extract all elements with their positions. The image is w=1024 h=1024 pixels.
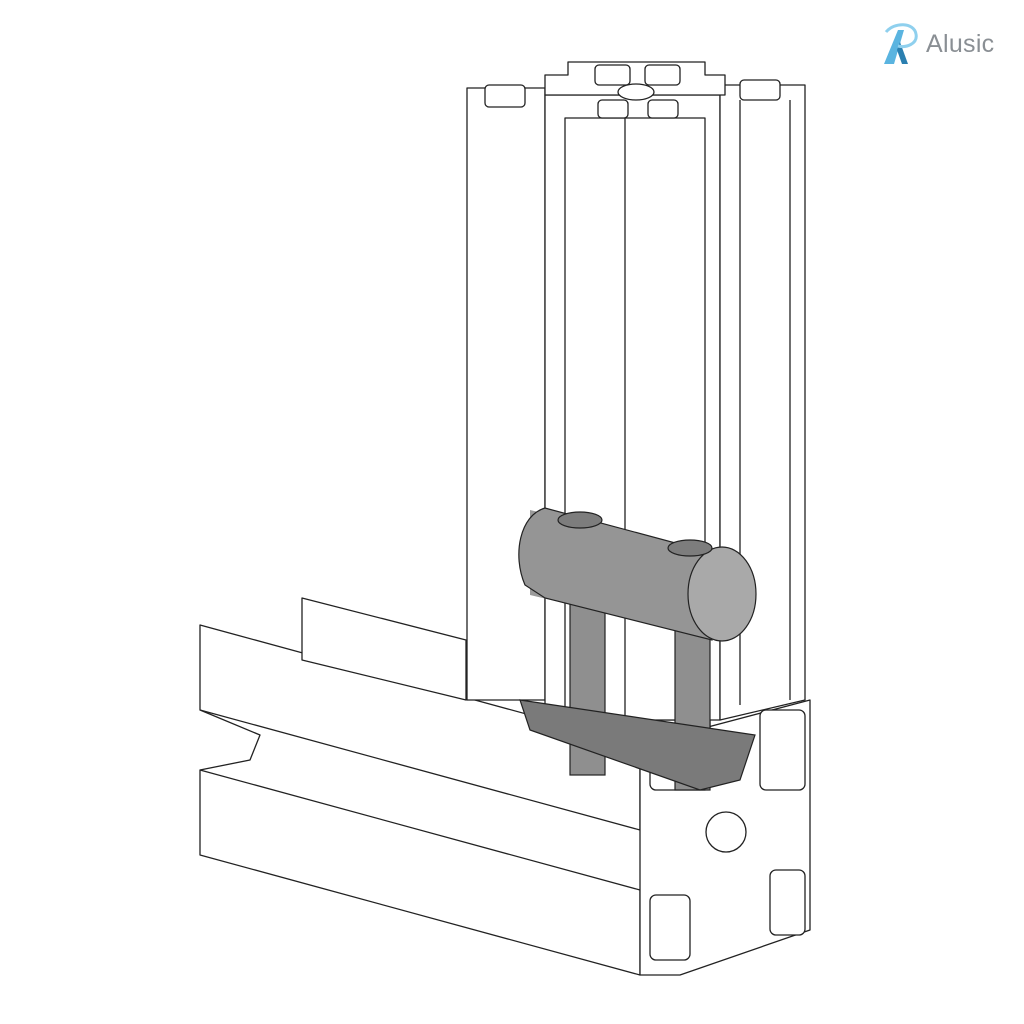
vertical-profile [466,87,546,701]
stylized-a-logo-icon [884,23,918,64]
brand-logo: Alusic [878,22,995,66]
brand-name: Alusic [926,29,995,58]
cylinder-connector [518,507,757,791]
